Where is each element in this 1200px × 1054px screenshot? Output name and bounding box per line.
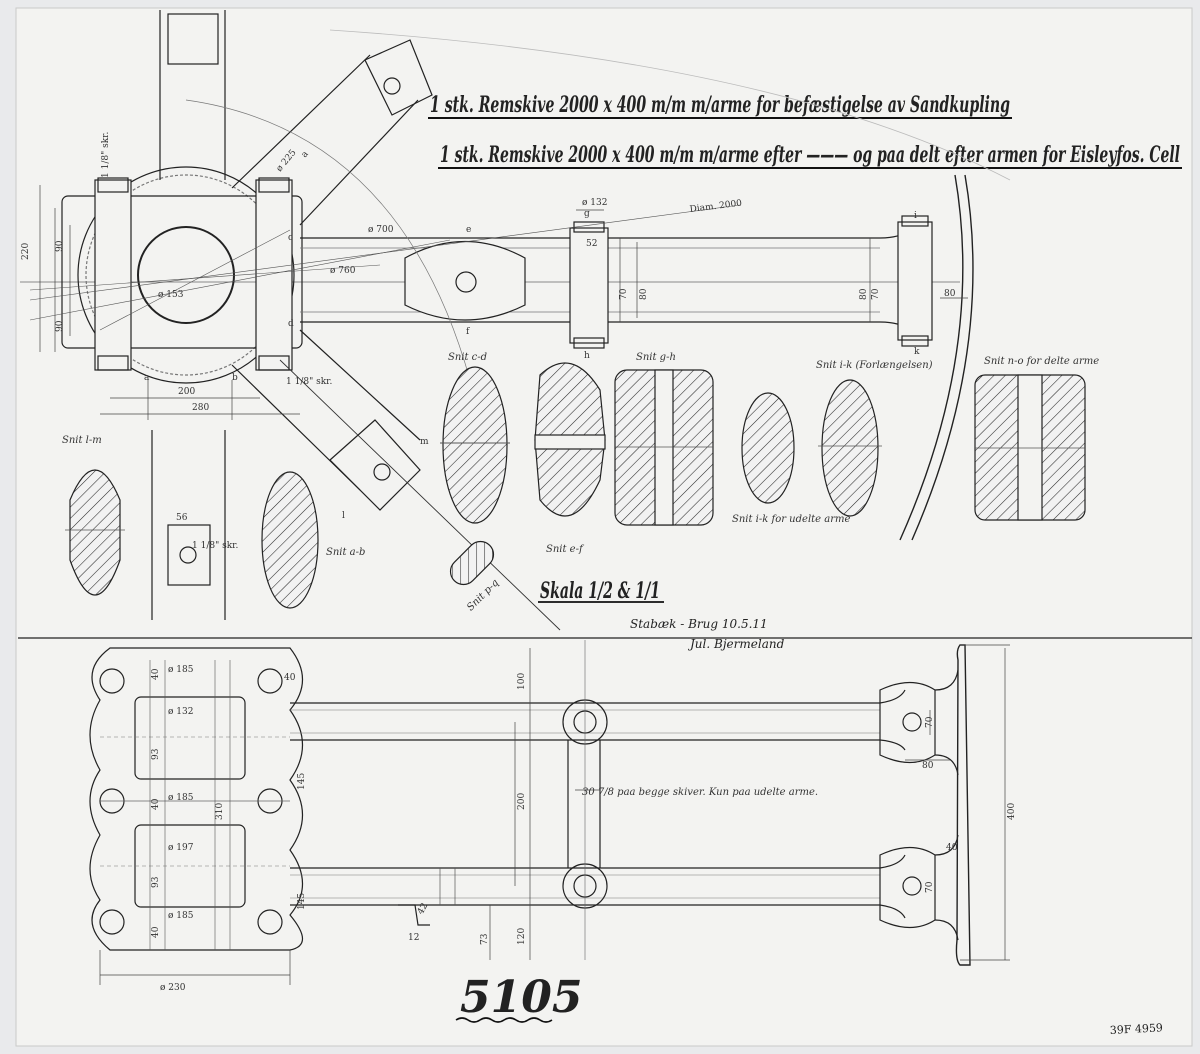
svg-text:40: 40	[151, 798, 161, 810]
hub-plate	[89, 647, 304, 951]
bolt-left	[94, 179, 132, 371]
archive-stamp: 39F 4959	[1109, 1021, 1163, 1037]
bolt-rim	[897, 221, 933, 341]
svg-text:k: k	[914, 347, 920, 357]
scale-and-signature: Skala 1/2 & 1/1 Stabæk - Brug 10.5.11 Ju…	[538, 578, 785, 651]
svg-text:80: 80	[859, 288, 869, 300]
plan-dimensions: ø 185 ø 132 ø 185 ø 197 ø 185 ø 230 40 9…	[151, 665, 1017, 993]
svg-text:220: 220	[21, 243, 31, 260]
svg-text:ø 132: ø 132	[168, 707, 193, 717]
svg-text:ø 185: ø 185	[168, 665, 194, 675]
svg-text:ø 700: ø 700	[368, 225, 394, 235]
section-i-k-forlang	[821, 379, 879, 517]
scale-label: Skala 1/2 & 1/1	[540, 578, 660, 604]
elevation-view	[20, 10, 1011, 631]
svg-text:f: f	[466, 327, 470, 337]
svg-text:Snit i-k for udelte arme: Snit i-k for udelte arme	[732, 514, 850, 525]
svg-text:c: c	[288, 233, 293, 243]
signature-place-date: Stabæk - Brug 10.5.11	[630, 617, 768, 631]
svg-text:80: 80	[639, 288, 649, 300]
svg-text:80: 80	[922, 761, 934, 771]
signature-name: Jul. Bjermeland	[687, 637, 785, 651]
svg-text:ø 230: ø 230	[160, 983, 186, 993]
section-views	[65, 362, 1086, 620]
svg-text:90: 90	[55, 320, 65, 332]
section-i-k-udelte	[741, 392, 795, 504]
svg-text:310: 310	[215, 803, 225, 820]
svg-text:e: e	[466, 225, 471, 235]
svg-text:1 1/8" skr.: 1 1/8" skr.	[286, 377, 332, 387]
svg-text:70: 70	[925, 716, 935, 728]
svg-text:i: i	[914, 211, 917, 221]
svg-text:ø 153: ø 153	[158, 290, 184, 300]
svg-text:1 1/8" skr.: 1 1/8" skr.	[101, 132, 111, 178]
svg-text:56: 56	[176, 513, 188, 523]
svg-text:145: 145	[297, 773, 307, 790]
svg-text:Snit l-m: Snit l-m	[62, 435, 102, 446]
clamp-block	[61, 195, 303, 349]
bolt-mid	[569, 227, 609, 344]
drawing-number: 5105	[460, 972, 582, 1023]
svg-text:ø 185: ø 185	[168, 793, 194, 803]
svg-text:52: 52	[586, 239, 597, 249]
svg-text:12: 12	[408, 933, 419, 943]
svg-text:93: 93	[151, 876, 161, 888]
svg-text:120: 120	[517, 928, 527, 945]
svg-text:ø 132: ø 132	[582, 198, 607, 208]
title-block: 1 stk. Remskive 2000 x 400 m/m m/arme fo…	[428, 92, 1182, 169]
svg-text:g: g	[584, 209, 590, 219]
svg-text:280: 280	[192, 403, 209, 413]
svg-text:42: 42	[416, 902, 430, 917]
title-line-2: 1 stk. Remskive 2000 x 400 m/m m/arme ef…	[440, 142, 1180, 168]
svg-text:70: 70	[871, 288, 881, 300]
svg-text:90: 90	[55, 240, 65, 252]
svg-text:73: 73	[480, 933, 490, 945]
svg-text:93: 93	[151, 748, 161, 760]
rim-arc	[899, 174, 964, 541]
svg-text:80: 80	[944, 289, 956, 299]
title-line-1: 1 stk. Remskive 2000 x 400 m/m m/arme fo…	[430, 92, 1010, 118]
rim-profile	[955, 644, 971, 966]
svg-text:Snit g-h: Snit g-h	[636, 352, 676, 363]
svg-text:70: 70	[925, 881, 935, 893]
plan-view	[89, 640, 1010, 985]
section-c-d	[442, 366, 508, 524]
svg-text:100: 100	[517, 673, 527, 690]
svg-text:70: 70	[619, 288, 629, 300]
svg-text:ø 185: ø 185	[168, 911, 194, 921]
svg-text:b: b	[232, 373, 238, 383]
svg-text:40: 40	[946, 843, 958, 853]
svg-text:Snit e-f: Snit e-f	[546, 544, 585, 555]
hub-bore	[137, 226, 235, 324]
section-p-q	[449, 540, 495, 586]
svg-text:400: 400	[1007, 803, 1017, 820]
svg-text:40: 40	[284, 673, 296, 683]
bolt-right	[255, 179, 293, 371]
svg-text:a: a	[300, 149, 312, 160]
svg-text:d: d	[288, 319, 294, 329]
svg-text:40: 40	[151, 926, 161, 938]
section-l-m	[69, 469, 121, 596]
svg-text:Snit c-d: Snit c-d	[448, 352, 487, 363]
svg-text:ø 760: ø 760	[330, 266, 356, 276]
svg-text:Snit n-o for delte arme: Snit n-o for delte arme	[984, 356, 1099, 367]
svg-text:1 1/8" skr.: 1 1/8" skr.	[192, 541, 238, 551]
drawing-number-block: 5105 39F 4959	[455, 972, 1163, 1037]
hub-outer	[77, 166, 295, 384]
svg-text:ø 197: ø 197	[168, 843, 194, 853]
svg-text:145: 145	[297, 893, 307, 910]
svg-text:l: l	[342, 511, 345, 521]
paper	[15, 7, 1193, 1047]
svg-text:200: 200	[178, 387, 195, 397]
svg-text:30 7/8 paa begge skiver. Kun p: 30 7/8 paa begge skiver. Kun paa udelte …	[582, 787, 818, 798]
section-a-b	[261, 471, 319, 609]
svg-text:40: 40	[151, 668, 161, 680]
svg-text:200: 200	[517, 793, 527, 810]
svg-text:h: h	[584, 351, 590, 361]
svg-text:a: a	[144, 373, 150, 383]
svg-text:Snit i-k (Forlængelsen): Snit i-k (Forlængelsen)	[816, 360, 933, 371]
svg-text:Snit a-b: Snit a-b	[326, 547, 365, 558]
svg-text:m: m	[420, 437, 429, 447]
